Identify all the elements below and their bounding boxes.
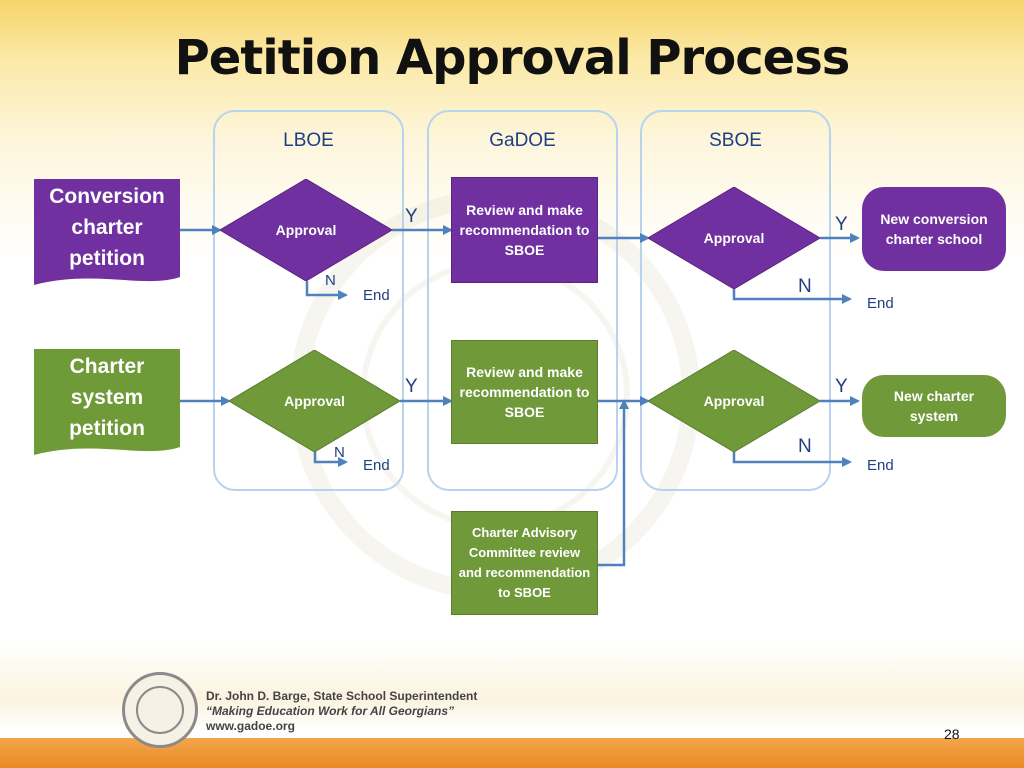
label-lboe1-end: End xyxy=(363,287,390,304)
decision-sboe-system-label: Approval xyxy=(703,393,765,409)
connector-lboe1-no xyxy=(305,281,348,300)
decision-lboe-system xyxy=(229,350,400,452)
decision-sboe-conversion-label: Approval xyxy=(703,230,765,246)
connector-sboe1-no xyxy=(732,289,852,304)
page-number: 28 xyxy=(944,726,960,742)
doc-charter-system-petition: Charter system petition xyxy=(34,349,180,455)
terminal-new-conversion-charter-school: New conversion charter school xyxy=(862,187,1006,271)
terminal-system-label: New charter system xyxy=(893,388,975,424)
decision-sboe-conversion xyxy=(648,187,820,289)
label-sboe1-end: End xyxy=(867,295,894,312)
lane-sboe xyxy=(640,110,831,491)
doc-wave xyxy=(34,271,180,285)
lane-label-gadoe: GaDOE xyxy=(489,130,556,151)
terminal-conversion-label: New conversion charter school xyxy=(880,211,988,247)
process-advisory-label: Charter Advisory Committee review and re… xyxy=(458,525,591,600)
label-lboe1-yes: Y xyxy=(405,206,418,227)
slide-title: Petition Approval Process xyxy=(174,30,851,86)
footer-tagline: “Making Education Work for All Georgians… xyxy=(206,704,455,718)
label-lboe2-end: End xyxy=(363,457,390,474)
doc-conversion-charter-petition: Conversion charter petition xyxy=(34,179,180,285)
label-sboe2-no: N xyxy=(798,436,812,457)
label-lboe1-no: N xyxy=(325,272,336,289)
decision-lboe-system-label: Approval xyxy=(284,393,345,409)
gadoe-seal-logo-inner xyxy=(136,686,184,734)
process-gadoe-system-review: Review and make recommendation to SBOE xyxy=(451,340,598,444)
label-sboe2-end: End xyxy=(867,457,894,474)
process-gadoe-system-label: Review and make recommendation to SBOE xyxy=(459,364,590,420)
label-sboe1-no: N xyxy=(798,276,812,297)
label-sboe2-yes: Y xyxy=(835,376,848,397)
connector-advisory-to-row2 xyxy=(598,399,629,567)
footer-website: www.gadoe.org xyxy=(206,719,295,733)
terminal-new-charter-system: New charter system xyxy=(862,375,1006,437)
process-charter-advisory-committee: Charter Advisory Committee review and re… xyxy=(451,511,598,615)
doc-conversion-label: Conversion charter petition xyxy=(49,185,165,270)
lane-gadoe xyxy=(427,110,618,491)
decision-sboe-system xyxy=(648,350,820,452)
lane-label-lboe: LBOE xyxy=(283,130,334,151)
footer-superintendent: Dr. John D. Barge, State School Superint… xyxy=(206,689,478,703)
connector-sboe2-no xyxy=(732,452,852,467)
connector-lboe2-no xyxy=(313,452,348,467)
decision-lboe-conversion xyxy=(220,179,392,281)
doc-system-label: Charter system petition xyxy=(69,355,145,440)
doc-wave xyxy=(34,441,180,455)
lane-label-sboe: SBOE xyxy=(709,130,762,151)
lane-lboe xyxy=(213,110,404,491)
label-lboe2-no: N xyxy=(334,444,345,461)
process-gadoe-conversion-review: Review and make recommendation to SBOE xyxy=(451,177,598,283)
process-gadoe-conversion-label: Review and make recommendation to SBOE xyxy=(459,202,590,258)
label-sboe1-yes: Y xyxy=(835,214,848,235)
decision-lboe-conversion-label: Approval xyxy=(275,222,337,238)
label-lboe2-yes: Y xyxy=(405,376,418,397)
